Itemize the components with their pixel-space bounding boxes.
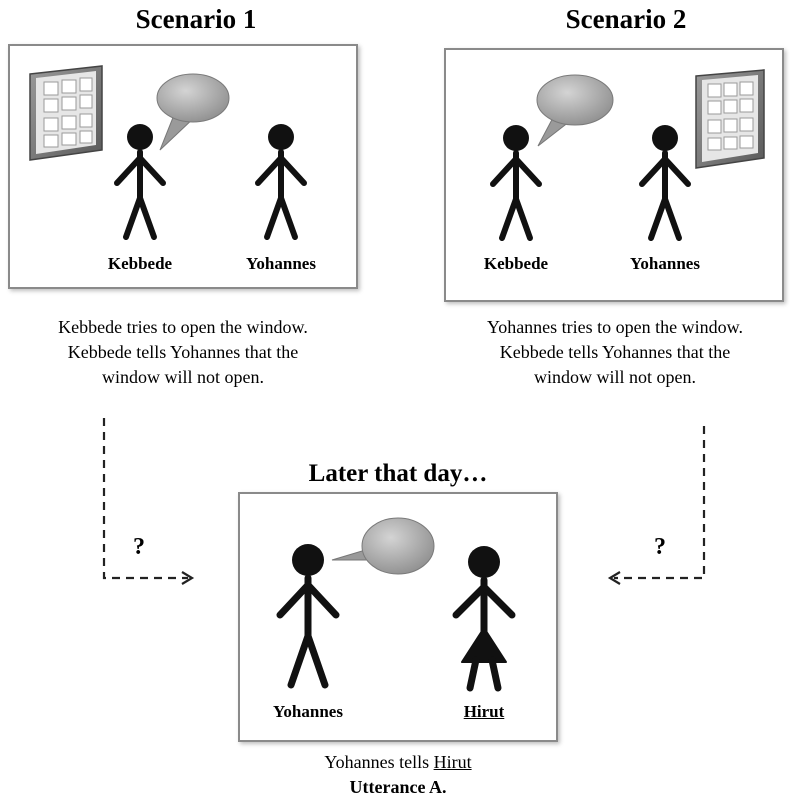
- window-icon: [29, 65, 103, 161]
- scenario2-label-yohannes: Yohannes: [630, 254, 700, 273]
- later-label-yohannes: Yohannes: [273, 702, 343, 721]
- caption-prefix: Yohannes tells: [324, 752, 434, 772]
- window-icon: [695, 69, 765, 169]
- scenario1-label-yohannes: Yohannes: [246, 254, 316, 273]
- speech-bubble-icon: [331, 517, 435, 575]
- scenario1-title: Scenario 1: [135, 4, 257, 34]
- later-title: Later that day…: [308, 460, 488, 487]
- stick-figure-yohannes: [639, 125, 691, 241]
- scenario1-caption: Kebbede tries to open the window. Kebbed…: [8, 315, 358, 390]
- stick-figure-hirut: [452, 546, 516, 692]
- caption-line: Kebbede tells Yohannes that the: [67, 342, 299, 362]
- caption-line: Kebbede tells Yohannes that the: [499, 342, 731, 362]
- scenario2-label-kebbede: Kebbede: [483, 254, 549, 273]
- stick-figure-yohannes: [255, 124, 307, 240]
- caption-line: window will not open.: [534, 367, 696, 387]
- scenario2-title: Scenario 2: [565, 4, 687, 34]
- scenario2-caption: Yohannes tries to open the window. Kebbe…: [440, 315, 790, 390]
- speech-bubble-icon: [156, 73, 230, 151]
- stick-figure-yohannes: [276, 544, 340, 689]
- utterance-label: Utterance A.: [349, 777, 447, 797]
- caption-line: window will not open.: [102, 367, 264, 387]
- stick-figure-kebbede: [490, 125, 542, 241]
- arrowhead-right-icon: [181, 571, 195, 585]
- caption-name-hirut: Hirut: [433, 752, 472, 772]
- caption-line: Yohannes tries to open the window.: [487, 317, 743, 337]
- question-mark-right: ?: [654, 534, 666, 560]
- question-mark-left: ?: [133, 534, 145, 560]
- caption-line: Kebbede tries to open the window.: [58, 317, 308, 337]
- stick-figure-kebbede: [114, 124, 166, 240]
- dashed-arrow-left: [102, 418, 188, 580]
- dashed-arrow-right: [614, 426, 706, 580]
- later-label-hirut: Hirut: [463, 702, 505, 721]
- caption-line: Yohannes tells Hirut: [238, 750, 558, 775]
- arrowhead-left-icon: [607, 571, 621, 585]
- later-caption: Yohannes tells Hirut Utterance A.: [238, 750, 558, 800]
- scenario1-label-kebbede: Kebbede: [107, 254, 173, 273]
- speech-bubble-icon: [536, 74, 614, 147]
